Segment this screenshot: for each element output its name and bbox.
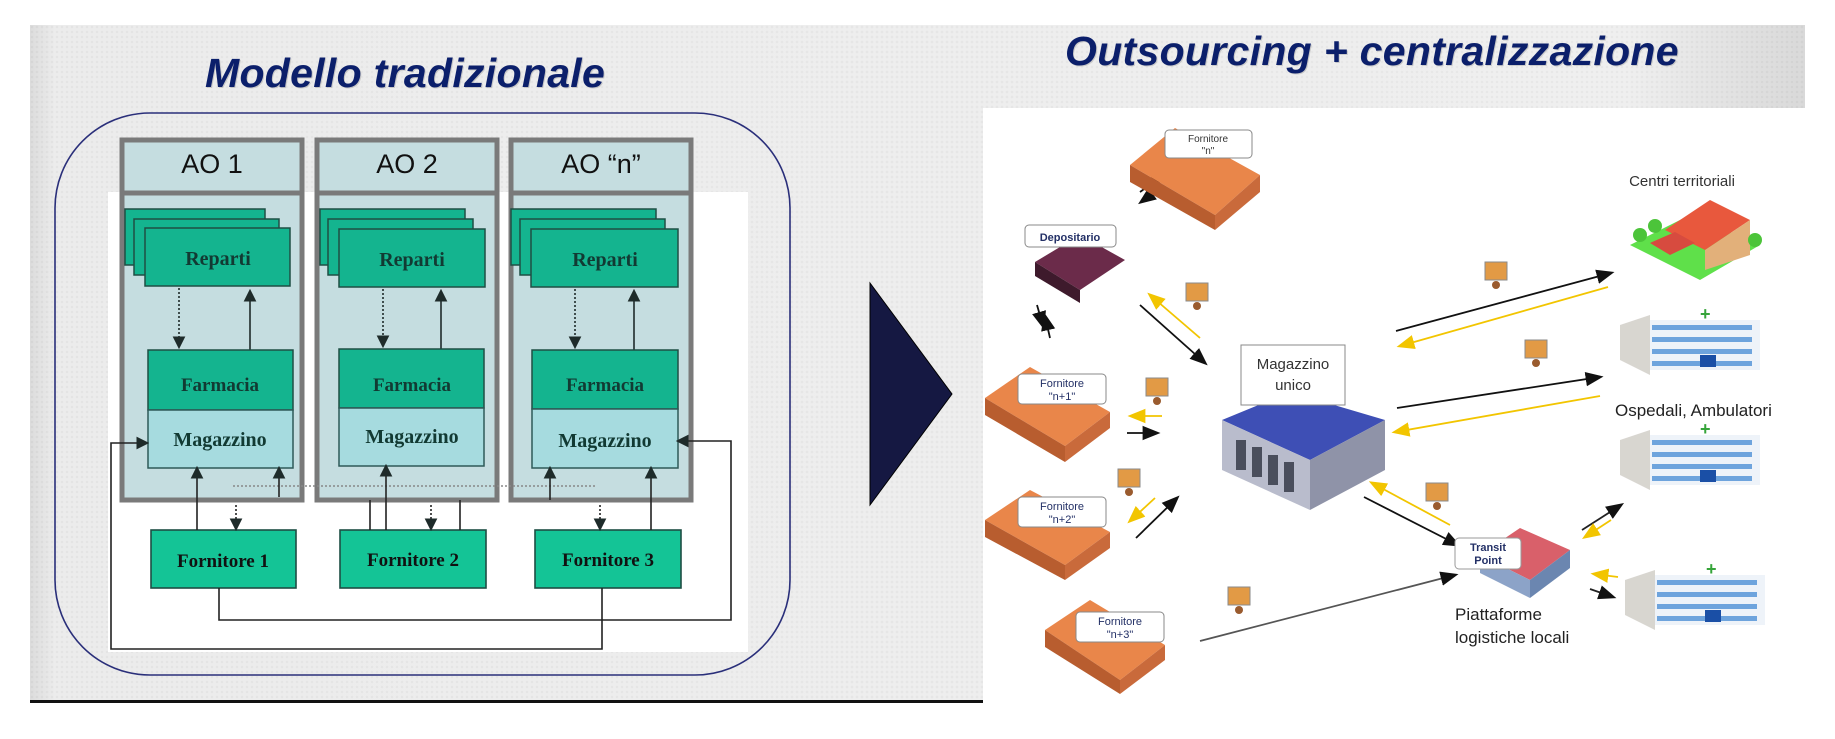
fornitore-box-1 bbox=[150, 529, 297, 589]
territorial-centers-label: Centri territoriali bbox=[1629, 173, 1735, 190]
delivery-truck-icon bbox=[1425, 482, 1449, 510]
farmacia-label-2: Farmacia bbox=[373, 375, 452, 396]
supplier-n-line2: "n" bbox=[1202, 146, 1215, 157]
reparti-stack-1 bbox=[124, 208, 291, 287]
hospital-building-3: + bbox=[1625, 559, 1765, 630]
transit-point-line1: Transit bbox=[1470, 542, 1506, 554]
reparti-label-1: Reparti bbox=[185, 248, 251, 270]
delivery-truck-icon bbox=[1185, 282, 1209, 310]
delivery-truck-icon bbox=[1227, 586, 1251, 614]
central-warehouse-line1: Magazzino bbox=[1257, 356, 1330, 373]
ao-header-1: AO 1 bbox=[181, 149, 243, 179]
supplier-n3-line1: Fornitore bbox=[1098, 616, 1142, 628]
farmacia-magazzino-3 bbox=[531, 349, 679, 469]
farmacia-magazzino-2 bbox=[338, 348, 485, 467]
delivery-truck-icon bbox=[1484, 261, 1508, 289]
transit-point-line2: Point bbox=[1474, 555, 1502, 567]
supplier-connections bbox=[110, 434, 732, 650]
fornitore-box-2 bbox=[339, 529, 487, 589]
svg-text:+: + bbox=[1700, 304, 1711, 324]
supplier-building-n2 bbox=[985, 490, 1110, 580]
delivery-truck-icon bbox=[1145, 377, 1169, 405]
fornitore-label-3: Fornitore 3 bbox=[562, 550, 654, 571]
magazzino-label-1: Magazzino bbox=[173, 429, 266, 451]
svg-text:+: + bbox=[1700, 419, 1711, 439]
depositario-building bbox=[1024, 224, 1125, 303]
ao-header-3: AO “n” bbox=[561, 149, 641, 179]
supplier-n3-line2: "n+3" bbox=[1107, 629, 1134, 641]
magazzino-label-2: Magazzino bbox=[365, 426, 458, 448]
supplier-building-n bbox=[1130, 128, 1260, 230]
reparti-label-2: Reparti bbox=[379, 249, 445, 271]
hospital-building-1: + bbox=[1620, 304, 1760, 375]
reparti-stack-3 bbox=[510, 208, 679, 288]
local-platforms-line2: logistiche locali bbox=[1455, 628, 1569, 647]
farmacia-label-1: Farmacia bbox=[181, 375, 260, 396]
supplier-n1-line1: Fornitore bbox=[1040, 378, 1084, 390]
ao-header-2: AO 2 bbox=[376, 149, 438, 179]
hospitals-label: Ospedali, Ambulatori bbox=[1615, 401, 1772, 420]
supplier-n-line1: Fornitore bbox=[1188, 134, 1228, 145]
fornitore-label-1: Fornitore 1 bbox=[177, 551, 269, 572]
supplier-building-n1 bbox=[985, 367, 1110, 462]
supplier-n2-line2: "n+2" bbox=[1049, 514, 1076, 526]
depositario-label: Depositario bbox=[1040, 232, 1101, 244]
local-platforms-line1: Piattaforme bbox=[1455, 605, 1542, 624]
svg-text:+: + bbox=[1706, 559, 1717, 579]
reparti-farmacia-arrows bbox=[172, 288, 641, 350]
divider-line bbox=[30, 700, 985, 703]
delivery-truck-icon bbox=[1117, 468, 1141, 496]
farmacia-magazzino-1 bbox=[147, 349, 294, 469]
model-frame bbox=[54, 112, 791, 676]
supplier-n2-line1: Fornitore bbox=[1040, 501, 1084, 513]
transit-point-building bbox=[1454, 528, 1570, 598]
reparti-stack-2 bbox=[319, 208, 486, 288]
flow-arrows bbox=[1032, 173, 1625, 642]
fornitore-label-2: Fornitore 2 bbox=[367, 550, 459, 571]
left-title: Modello tradizionale bbox=[205, 50, 606, 96]
right-title: Outsourcing + centralizzazione bbox=[1065, 28, 1679, 74]
supplier-building-n3 bbox=[1045, 600, 1165, 694]
hospital-building-2: + bbox=[1620, 419, 1760, 490]
reparti-label-3: Reparti bbox=[572, 249, 638, 271]
supplier-n1-line2: "n+1" bbox=[1049, 391, 1076, 403]
delivery-truck-icon bbox=[1524, 339, 1548, 367]
central-warehouse-line2: unico bbox=[1275, 377, 1311, 394]
magazzino-label-3: Magazzino bbox=[558, 430, 651, 452]
fornitore-box-3 bbox=[534, 529, 682, 589]
central-warehouse-building bbox=[1222, 344, 1385, 510]
territorial-center-building bbox=[1630, 200, 1762, 280]
next-arrow-icon bbox=[869, 281, 953, 507]
farmacia-label-3: Farmacia bbox=[566, 375, 645, 396]
